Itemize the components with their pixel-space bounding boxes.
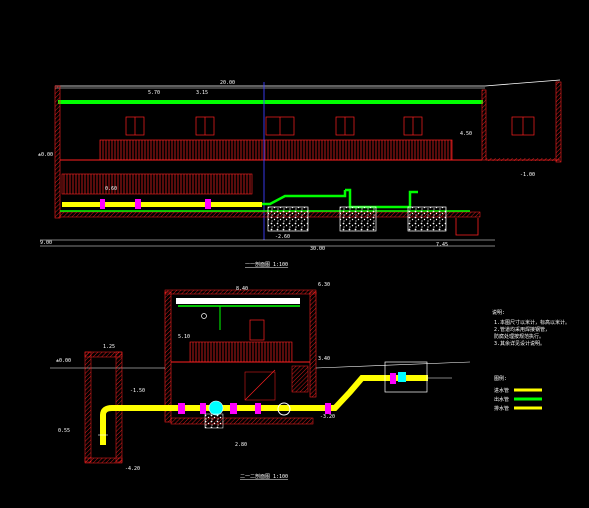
notes-line: 1.本图尺寸以米计，标高以米计。 [494, 319, 570, 326]
svg-text:5.10: 5.10 [178, 334, 190, 340]
bottom-section-building: 8.40 6.30 5.10 3.40 ±0.00 -1.50 -3.20 -4… [50, 282, 471, 472]
svg-text:4.50: 4.50 [460, 131, 472, 137]
svg-text:3.15: 3.15 [196, 90, 208, 96]
legend-block: 图例: 进水管 出水管 排水管 [494, 375, 542, 412]
svg-text:1.25: 1.25 [103, 344, 115, 350]
legend-item-label: 出水管 [494, 396, 509, 403]
svg-text:20.00: 20.00 [220, 80, 235, 86]
notes-heading: 说明: [492, 309, 505, 316]
svg-text:8.40: 8.40 [236, 286, 248, 292]
svg-text:2.80: 2.80 [235, 442, 247, 448]
notes-line: 防腐处理按规范执行。 [494, 333, 544, 340]
legend-heading: 图例: [494, 375, 507, 382]
svg-text:0.60: 0.60 [105, 186, 117, 192]
notes-line: 2.管道均采用焊接钢管， [494, 326, 550, 333]
notes-line: 3.其余详见设计说明。 [494, 340, 545, 347]
legend-item-label: 排水管 [494, 405, 509, 412]
svg-text:9.00: 9.00 [40, 240, 52, 246]
top-section-building: ±0.00 20.00 5.70 3.15 4.50 -1.00 -2.60 7… [38, 79, 562, 252]
svg-text:-3.20: -3.20 [320, 414, 335, 420]
svg-text:3.40: 3.40 [318, 356, 330, 362]
svg-text:30.00: 30.00 [310, 246, 325, 252]
svg-text:±0.00: ±0.00 [38, 152, 53, 158]
svg-text:-4.20: -4.20 [125, 466, 140, 472]
svg-text:±0.00: ±0.00 [56, 358, 71, 364]
legend-item-label: 进水管 [494, 387, 509, 394]
svg-text:5.70: 5.70 [148, 90, 160, 96]
svg-text:-2.60: -2.60 [275, 234, 290, 240]
svg-text:6.30: 6.30 [318, 282, 330, 288]
svg-text:0.55: 0.55 [58, 428, 70, 434]
svg-text:-1.50: -1.50 [130, 388, 145, 394]
notes-block: 说明: 1.本图尺寸以米计，标高以米计。 2.管道均采用焊接钢管， 防腐处理按规… [492, 309, 570, 347]
top-section-title: 一一剖面图 1:100 [245, 261, 288, 268]
svg-text:-1.00: -1.00 [520, 172, 535, 178]
svg-text:7.45: 7.45 [436, 242, 448, 248]
bottom-section-title: 二一二剖面图 1:100 [240, 473, 288, 480]
